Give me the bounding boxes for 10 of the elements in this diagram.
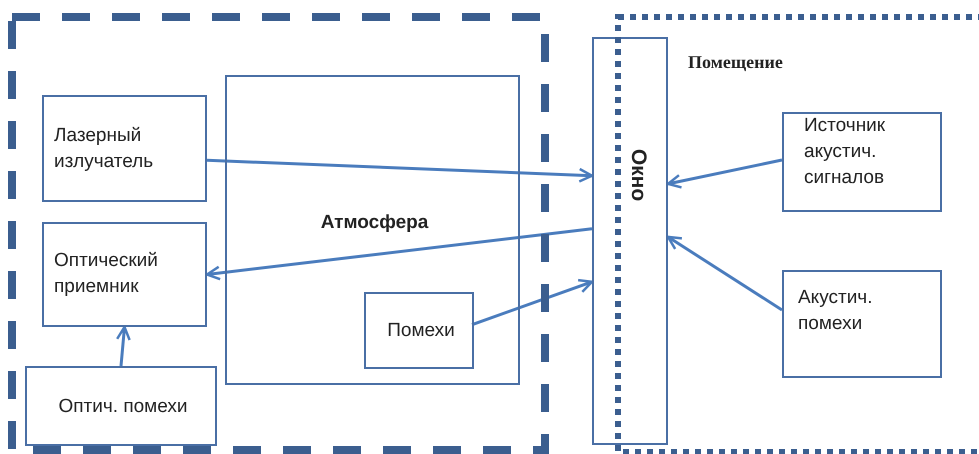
arrow <box>666 158 782 189</box>
process-box <box>782 270 942 378</box>
node-label: Источник акустич. сигналов <box>804 114 886 190</box>
arrow <box>666 236 783 312</box>
node-label: Акустич. помехи <box>798 286 874 336</box>
process-box <box>782 112 942 212</box>
dotted-region <box>618 17 979 452</box>
vertical-label: Окно <box>626 148 651 202</box>
region-title: Помещение <box>688 51 784 74</box>
window-box <box>592 37 668 445</box>
